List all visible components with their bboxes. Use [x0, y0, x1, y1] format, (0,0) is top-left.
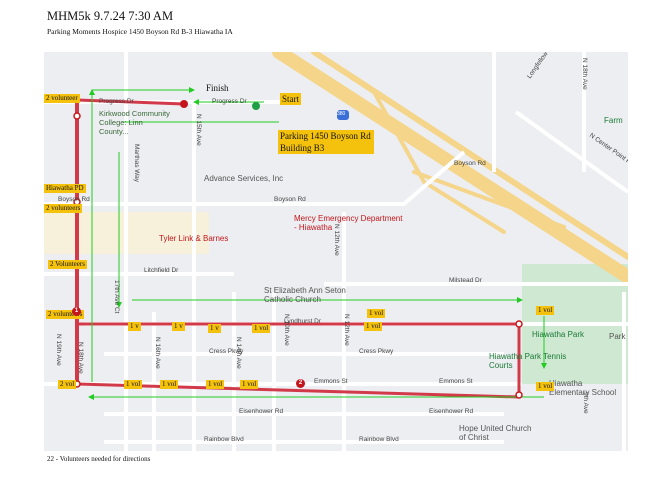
road-n-18th-ave: N 18th Ave — [77, 342, 84, 374]
road-milstead-dr: Milstead Dr — [449, 277, 482, 284]
road-rainbow-blvd-2: Rainbow Blvd — [359, 436, 399, 443]
tag-2-volunteers-a: 2 volunteers — [44, 204, 83, 213]
direction-arrows — [88, 87, 547, 400]
poi-hope-church[interactable]: Hope United Church of Christ — [459, 424, 532, 442]
map-graphics — [44, 52, 628, 451]
label-finish: Finish — [206, 83, 229, 93]
tag-2-volunteer: 2 volunteer — [44, 94, 80, 103]
road-n-16th-ave: N 16th Ave — [154, 337, 161, 369]
freeway — [272, 52, 628, 284]
road-n-14th-ave: N 14th Ave — [235, 337, 242, 369]
tag-2-vol: 2 vol — [58, 380, 77, 389]
page-title: MHM5k 9.7.24 7:30 AM — [47, 9, 174, 23]
road-boyson-rd: Boyson Rd — [58, 196, 90, 203]
tag-2-volunteers-b: 2 Volunteers — [48, 260, 87, 269]
tag-1-vol-f: 1 vol — [124, 380, 143, 389]
road-n-18th-ave-2: N 18th Ave — [581, 58, 588, 90]
tag-2-volunteers-c: 2 volunteers — [46, 310, 85, 319]
poi-elementary-school[interactable]: Hiawatha Elementary School — [549, 379, 617, 397]
road-progress-dr-2: Progress Dr — [212, 98, 247, 105]
road-litchfield-dr: Litchfield Dr — [144, 267, 179, 274]
poi-tennis-courts[interactable]: Hiawatha Park Tennis Courts — [489, 352, 567, 370]
road-n-17th-ave: 17th Ave Ct — [113, 280, 120, 314]
tag-1-v-c: 1 v — [208, 324, 221, 333]
highway-label: 380 — [337, 111, 346, 117]
poi-farm[interactable]: Farm — [604, 116, 623, 125]
road-n-19th-ave: N 19th Ave — [55, 334, 62, 366]
route-map[interactable]: 380 Progress Dr Progress Dr Boyson Rd Bo… — [44, 52, 628, 451]
road-rainbow-blvd: Rainbow Blvd — [204, 436, 244, 443]
poi-mercy-emergency[interactable]: Mercy Emergency Department - Hiawatha — [294, 214, 403, 232]
tag-1-v-b: 1 v — [172, 322, 185, 331]
poi-park[interactable]: Park — [609, 332, 626, 341]
road-n-12th-ave-2: N 12th Ave — [343, 314, 350, 346]
poi-kirkwood[interactable]: Kirkwood Community College: Linn County.… — [99, 109, 170, 136]
tag-1-v-a: 1 v — [128, 322, 141, 331]
road-marthas-way: Marthas Way — [133, 144, 140, 183]
road-n-10th-ave: N 10th Ave — [283, 314, 290, 346]
tag-1-vol-d: 1 vol — [536, 306, 555, 315]
tag-hiawatha-pd: Hiawatha PD — [44, 184, 86, 193]
highway-shield — [337, 110, 349, 120]
label-parking: Parking 1450 Boyson Rd Building B3 — [278, 130, 374, 154]
road-n-15th-ave: N 15th Ave — [195, 114, 202, 146]
tag-1-vol-a: 1 vol — [252, 324, 271, 333]
road-progress-dr: Progress Dr — [99, 98, 134, 105]
tag-1-vol-c: 1 vol — [367, 309, 386, 318]
tag-1-vol-b: 1 vol — [364, 322, 383, 331]
road-lyndhurst-dr: Lyndhurst Dr — [284, 318, 321, 325]
road-emmons-st: Emmons St — [314, 378, 348, 385]
poi-advance-services[interactable]: Advance Services, Inc — [204, 174, 284, 183]
tag-1-vol-i: 1 vol — [240, 380, 259, 389]
road-emmons-st-2: Emmons St — [439, 378, 473, 385]
route-waypoints — [73, 100, 523, 399]
poi-st-elizabeth-church[interactable]: St Elizabeth Ann Seton Catholic Church — [264, 286, 346, 304]
route-marker-2[interactable]: 2 — [296, 379, 305, 388]
street-grid — [44, 52, 628, 451]
road-eisenhower-rd-2: Eisenhower Rd — [429, 408, 474, 415]
route-marker-1[interactable]: 1 — [72, 307, 81, 316]
footer-note: 22 - Volunteers needed for directions — [47, 455, 151, 463]
road-cress-pkwy: Cress Pkwy — [209, 348, 244, 355]
tag-1-vol-h: 1 vol — [206, 380, 225, 389]
tag-1-vol-g: 1 vol — [160, 380, 179, 389]
road-boyson-rd-2: Boyson Rd — [274, 196, 306, 203]
road-boyson-rd-3: Boyson Rd — [454, 160, 486, 167]
tag-1-vol-e: 1 vol — [536, 382, 555, 391]
page-subtitle: Parking Moments Hospice 1450 Boyson Rd B… — [47, 27, 233, 36]
poi-hiawatha-park[interactable]: Hiawatha Park — [532, 330, 585, 339]
road-cress-pkwy-2: Cress Pkwy — [359, 348, 394, 355]
road-eisenhower-rd: Eisenhower Rd — [239, 408, 284, 415]
label-start: Start — [280, 93, 301, 105]
poi-tyler-link-barnes[interactable]: Tyler Link & Barnes — [159, 234, 229, 243]
